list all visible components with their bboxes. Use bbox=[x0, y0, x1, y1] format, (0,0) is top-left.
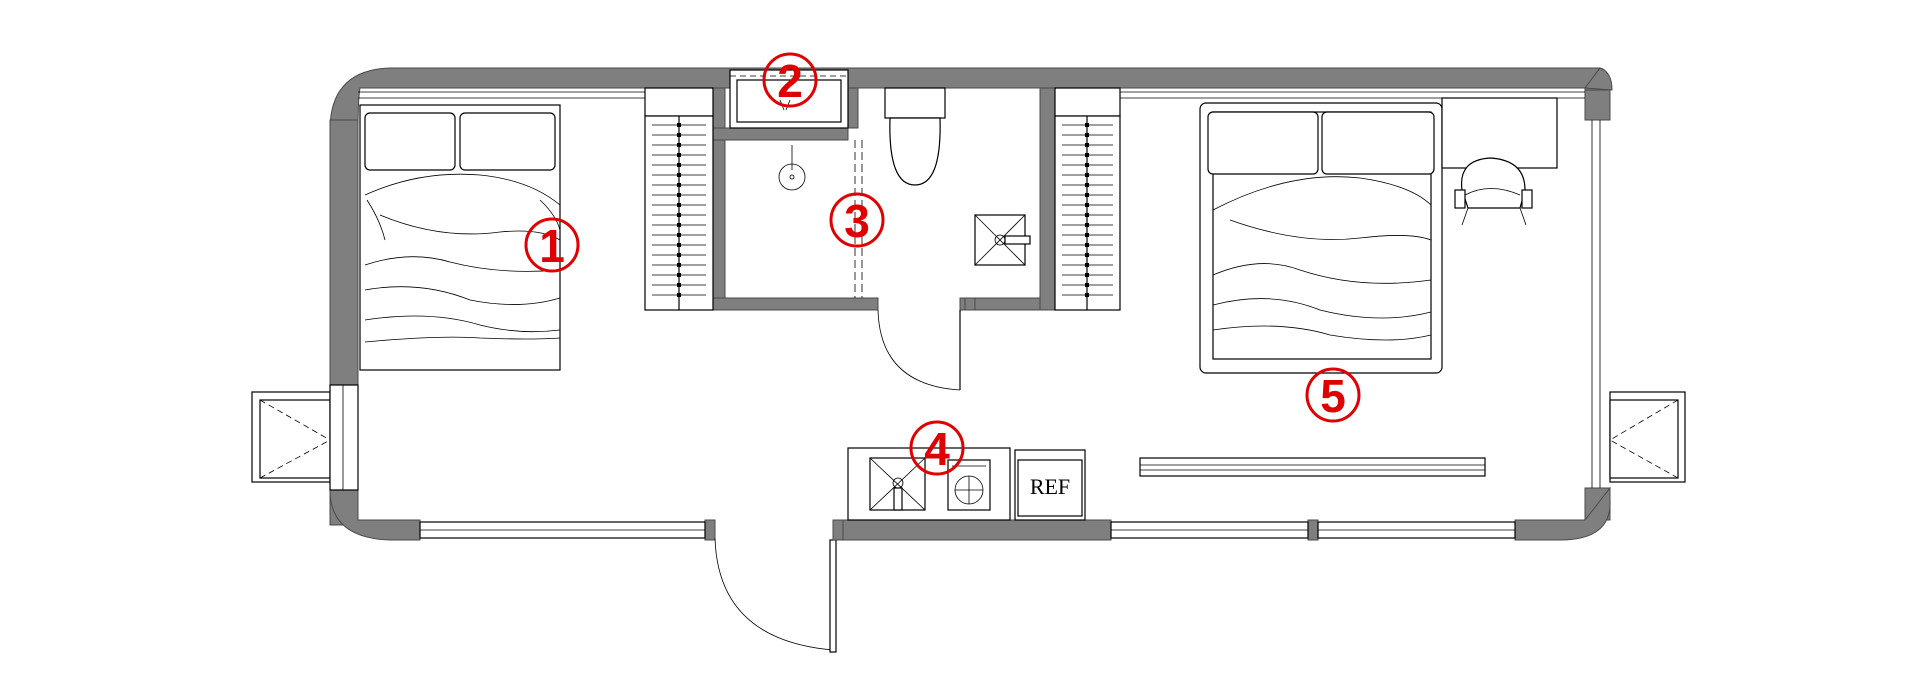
top-windows bbox=[358, 91, 1585, 99]
marker-4: 4 bbox=[909, 420, 965, 476]
hanger-hook bbox=[677, 263, 681, 267]
marker-3-label: 3 bbox=[844, 195, 870, 247]
hanger-hook bbox=[677, 173, 681, 177]
right-wardrobe bbox=[1054, 87, 1121, 311]
hanger-hook bbox=[1085, 143, 1089, 147]
hanger-hook bbox=[677, 213, 681, 217]
hanger-hook bbox=[677, 153, 681, 157]
hanger-hook bbox=[677, 193, 681, 197]
hanger-hook bbox=[1085, 233, 1089, 237]
bathroom-basin bbox=[974, 214, 1031, 266]
hanger-hook bbox=[1085, 153, 1089, 157]
left-ac-unit bbox=[251, 384, 359, 491]
ref-label: REF bbox=[1030, 474, 1070, 499]
hanger-hook bbox=[677, 143, 681, 147]
hanger-hook bbox=[677, 183, 681, 187]
hanger-hook bbox=[677, 253, 681, 257]
hanger-hook bbox=[677, 163, 681, 167]
hanger-hook bbox=[1085, 203, 1089, 207]
hanger-hook bbox=[677, 243, 681, 247]
hanger-hook bbox=[677, 123, 681, 127]
bottom-windows bbox=[419, 521, 1516, 539]
marker-5-label: 5 bbox=[1320, 370, 1346, 422]
hanger-hook bbox=[1085, 163, 1089, 167]
hanger-hook bbox=[1085, 263, 1089, 267]
bathroom-sink bbox=[729, 69, 849, 129]
exterior-walls bbox=[329, 67, 1613, 541]
hanger-hook bbox=[1085, 133, 1089, 137]
marker-2-label: 2 bbox=[777, 55, 803, 107]
shower-screen bbox=[854, 140, 863, 298]
hanger-hook bbox=[1085, 183, 1089, 187]
hanger-hook bbox=[1085, 293, 1089, 297]
entry-door bbox=[714, 519, 844, 653]
toilet bbox=[884, 87, 946, 186]
marker-4-label: 4 bbox=[924, 423, 950, 475]
marker-2: 2 bbox=[762, 52, 818, 108]
refrigerator: REF bbox=[1014, 449, 1086, 521]
marker-1: 1 bbox=[524, 217, 580, 273]
hanger-hook bbox=[1085, 283, 1089, 287]
hanger-hook bbox=[1085, 193, 1089, 197]
tv-shelf bbox=[1139, 457, 1486, 477]
hanger-hook bbox=[677, 273, 681, 277]
hanger-hook bbox=[1085, 273, 1089, 277]
hanger-hook bbox=[677, 293, 681, 297]
hanger-hook bbox=[677, 233, 681, 237]
hanger-hook bbox=[1085, 253, 1089, 257]
right-window bbox=[1591, 120, 1601, 488]
right-ac-unit bbox=[1609, 391, 1686, 483]
hanger-hook bbox=[1085, 123, 1089, 127]
hanger-hook bbox=[1085, 243, 1089, 247]
left-wardrobe bbox=[644, 87, 714, 311]
marker-1-label: 1 bbox=[539, 220, 565, 272]
bathroom-door bbox=[877, 309, 961, 391]
hanger-hook bbox=[677, 283, 681, 287]
desk bbox=[1441, 97, 1558, 169]
hanger-hook bbox=[1085, 213, 1089, 217]
chair bbox=[1454, 157, 1533, 226]
bed-right bbox=[1199, 102, 1443, 374]
hanger-hook bbox=[677, 223, 681, 227]
hanger-hook bbox=[1085, 173, 1089, 177]
marker-3: 3 bbox=[829, 192, 885, 248]
interior-walls bbox=[712, 87, 1056, 311]
marker-5: 5 bbox=[1305, 367, 1361, 423]
bed-left bbox=[359, 104, 561, 371]
shower-drain bbox=[778, 145, 806, 191]
hanger-hook bbox=[677, 133, 681, 137]
hanger-hook bbox=[677, 203, 681, 207]
hanger-hook bbox=[1085, 223, 1089, 227]
